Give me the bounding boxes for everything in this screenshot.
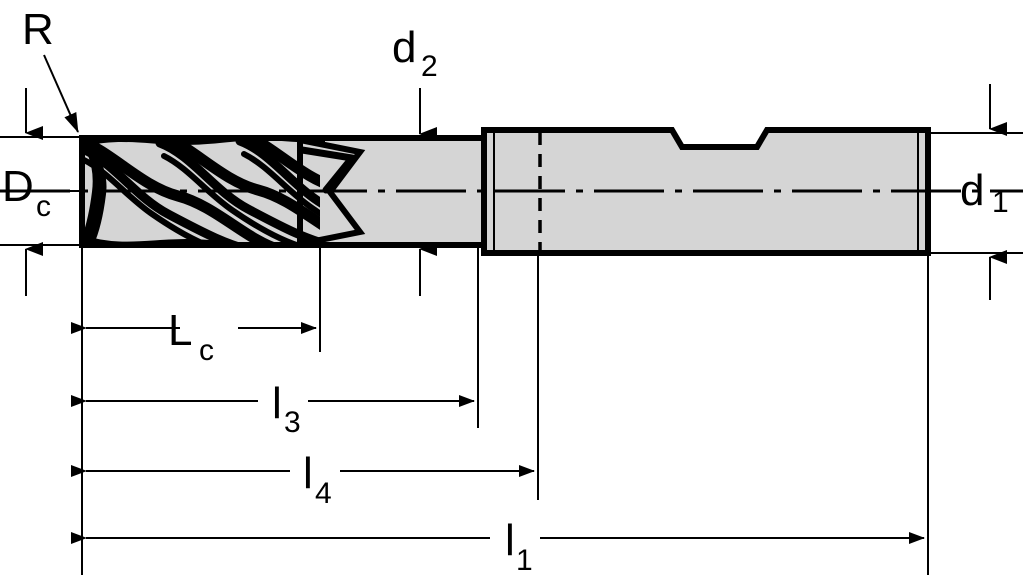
label-neck-diameter: d [392,23,416,72]
dimension-cutting-length: L c [71,306,317,367]
tool-body-group [0,127,1023,256]
label-cutting-diameter: D [2,162,34,211]
dimension-l3: l 3 [71,379,475,439]
label-cutting-length: L [168,306,192,355]
dimension-shank-diameter: d 1 [922,84,1023,300]
dimension-l4: l 4 [71,449,535,510]
label-cutting-diameter-subscript: c [36,190,51,223]
dimension-neck-diameter: d 2 [392,23,438,296]
label-cutting-length-subscript: c [199,334,214,367]
flute-runout-edge-upper [298,146,359,194]
label-shank-diameter: d [960,166,984,215]
dimension-corner-radius: R [22,5,79,133]
label-corner-radius: R [22,5,54,54]
vertical-extension-lines [81,245,929,575]
label-shank-diameter-subscript: 1 [992,186,1009,219]
label-l4-subscript: 4 [315,477,332,510]
label-l3: l [272,379,282,428]
label-l3-subscript: 3 [284,406,301,439]
label-overall-length: l [505,516,515,565]
radius-leader-line [43,54,79,133]
dimension-overall-length: l 1 [71,516,925,577]
label-neck-diameter-subscript: 2 [421,50,438,83]
label-l4: l [303,449,313,498]
dimension-cutting-diameter: D c [0,88,90,296]
label-overall-length-subscript: 1 [516,544,533,577]
